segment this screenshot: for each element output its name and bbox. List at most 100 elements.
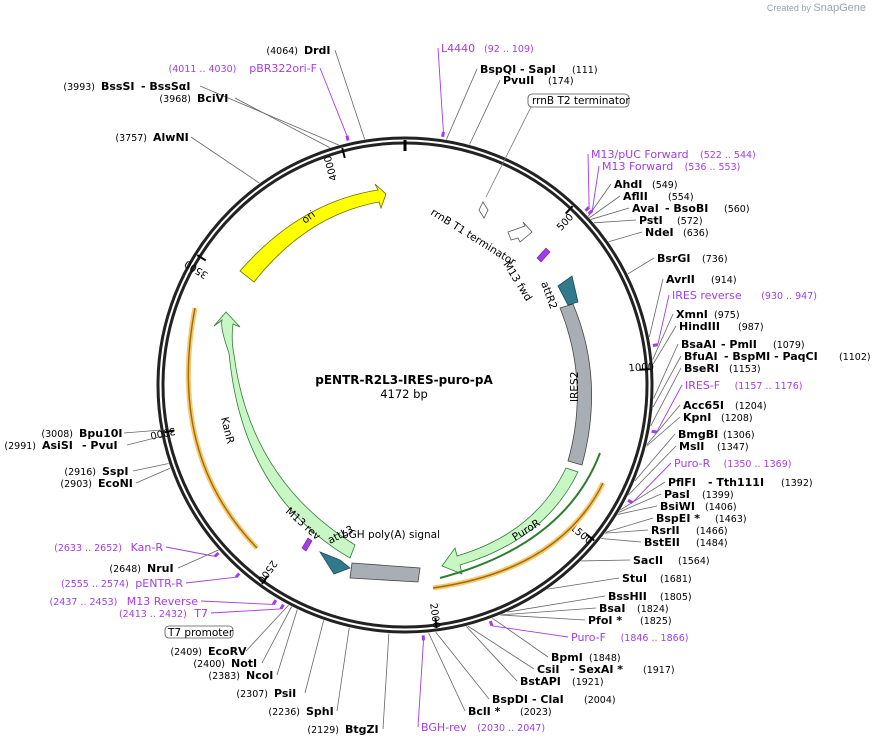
site-position: (3757)	[115, 133, 147, 144]
restriction-site[interactable]: BciVI(3968)	[159, 92, 228, 105]
restriction-site[interactable]: AhdI(549)	[614, 178, 678, 191]
primer[interactable]: IRES reverse(930 .. 947)	[672, 289, 817, 302]
plasmid-length: 4172 bp	[380, 387, 428, 401]
restriction-site[interactable]: StuI(1681)	[622, 572, 692, 585]
restriction-site[interactable]: AlwNI(3757)	[115, 131, 188, 144]
site-position: (1208)	[721, 413, 753, 424]
restriction-site[interactable]: BfuAI- BspMI - PaqCI(1102)	[684, 350, 871, 363]
restriction-site[interactable]: BseRI(1153)	[684, 362, 761, 375]
restriction-site[interactable]: BsrGI(736)	[657, 252, 728, 265]
restriction-site[interactable]: BsiWI(1406)	[660, 500, 737, 513]
restriction-site[interactable]: BstAPI(1921)	[520, 675, 604, 688]
restriction-site[interactable]: BspDI- ClaI(2004)	[492, 693, 616, 706]
site-position: (2648)	[109, 564, 141, 575]
restriction-site[interactable]: Bpu10I(3008)	[41, 427, 122, 440]
ori-feature[interactable]	[239, 183, 387, 283]
restriction-site[interactable]: NdeI(636)	[645, 226, 709, 239]
primer[interactable]: L4440(92 .. 109)	[441, 42, 534, 55]
restriction-site[interactable]: BsaI(1824)	[599, 602, 669, 615]
site-name: BsaI	[599, 602, 625, 615]
restriction-site[interactable]: SacII(1564)	[633, 554, 710, 567]
restriction-site[interactable]: BspQI- SapI(111)	[480, 63, 598, 76]
m13-rev-feature[interactable]	[301, 537, 313, 552]
site-position: (2903)	[60, 479, 92, 490]
restriction-site[interactable]: PflFI- Tth111I(1392)	[668, 476, 813, 489]
restriction-site[interactable]: CsiI- SexAI *(1917)	[537, 663, 675, 676]
restriction-site[interactable]: PsiI(2307)	[236, 687, 296, 700]
primer[interactable]: pENTR-R(2555 .. 2574)	[61, 577, 183, 590]
ruler-tick-label: 2500	[255, 558, 279, 585]
ruler-tick-mark	[434, 617, 438, 629]
restriction-site[interactable]: BsaAI- PmlI(1079)	[681, 338, 805, 351]
restriction-site[interactable]: NotI(2400)	[193, 657, 257, 670]
restriction-site[interactable]: SphI(2236)	[268, 705, 333, 718]
restriction-site[interactable]: PvuII(174)	[503, 74, 574, 87]
restriction-site[interactable]: DrdI(4064)	[266, 44, 330, 57]
primer[interactable]: Puro-R(1350 .. 1369)	[674, 457, 791, 470]
bgh-polya-feature[interactable]	[349, 562, 421, 583]
restriction-site[interactable]: EcoNI(2903)	[60, 477, 132, 490]
site-leader	[199, 85, 339, 146]
restriction-site[interactable]: BpmI(1848)	[551, 651, 621, 664]
restriction-site[interactable]: BssHII(1805)	[608, 590, 692, 603]
site-name: NcoI	[246, 669, 273, 682]
feature-label-t7-promoter: T7 promoter	[167, 627, 234, 639]
primer[interactable]: Kan-R(2633 .. 2652)	[54, 541, 163, 554]
restriction-site[interactable]: AvaI- BsoBI(560)	[632, 202, 750, 215]
restriction-site[interactable]: EcoRV(2409)	[170, 645, 247, 658]
restriction-site[interactable]: AvrII(914)	[666, 273, 737, 286]
restriction-site[interactable]: SspI(2916)	[64, 465, 128, 478]
backbone-outer	[156, 136, 654, 634]
restriction-site[interactable]: BmgBI(1306)	[678, 428, 755, 441]
restriction-site[interactable]: HindIII(987)	[679, 320, 764, 333]
site-position: (914)	[711, 275, 737, 286]
puror-feature[interactable]	[441, 467, 579, 575]
ires2-feature[interactable]	[559, 303, 592, 466]
restriction-site[interactable]: BtgZI(2129)	[307, 723, 378, 736]
restriction-site[interactable]: NruI(2648)	[109, 562, 173, 575]
restriction-site[interactable]: BclI *(2023)	[468, 705, 552, 718]
restriction-site[interactable]: NcoI (2383)	[208, 669, 273, 682]
primer-range: (522 .. 544)	[700, 150, 756, 161]
primer[interactable]: Puro-F(1846 .. 1866)	[571, 631, 688, 644]
primer[interactable]: pBR322ori-F(4011 .. 4030)	[169, 62, 317, 75]
site-leader	[653, 343, 679, 399]
credit-prefix: Created by	[766, 3, 811, 13]
restriction-site[interactable]: BstEII(1484)	[644, 536, 728, 549]
primer[interactable]: M13 Reverse(2437 .. 2453)	[50, 595, 199, 608]
restriction-site[interactable]: PstI(572)	[639, 214, 703, 227]
primer[interactable]: IRES-F(1157 .. 1176)	[685, 379, 802, 392]
restriction-site[interactable]: PfoI *(1825)	[588, 614, 672, 627]
primer[interactable]: M13 Forward(536 .. 553)	[602, 160, 740, 173]
primer[interactable]: M13/pUC Forward (522 .. 544)	[591, 148, 756, 161]
m13-fwd-feature[interactable]	[536, 247, 551, 263]
restriction-site[interactable]: XmnI(975)	[676, 308, 740, 321]
attr2-feature[interactable]	[557, 275, 579, 306]
primer-leader	[491, 625, 569, 638]
restriction-site[interactable]: RsrII(1466)	[651, 524, 728, 537]
site-leader	[605, 517, 654, 533]
restriction-site[interactable]: MslI(1347)	[679, 440, 749, 453]
restriction-site[interactable]: AsiSI- PvuI(2991)	[4, 439, 117, 452]
ruler-tick-label: 4000	[323, 154, 340, 181]
restriction-site[interactable]: Acc65I(1204)	[683, 399, 767, 412]
restriction-site[interactable]: BssSI- BssSαI(3993)	[63, 80, 190, 93]
primer[interactable]: BGH-rev(2030 .. 2047)	[421, 721, 545, 734]
site-position: (2004)	[584, 695, 616, 706]
restriction-site[interactable]: PasI(1399)	[664, 488, 734, 501]
coverage-arc-right-core	[432, 482, 604, 589]
site-position: (2383)	[208, 671, 240, 682]
primer[interactable]: T7(2413 .. 2432)	[119, 607, 208, 620]
kanr-feature[interactable]	[213, 311, 356, 559]
restriction-site[interactable]: KpnI(1208)	[683, 411, 753, 424]
rrnb-t1-feature[interactable]	[507, 221, 533, 243]
site-position: (1484)	[696, 538, 728, 549]
attl3-feature[interactable]	[318, 551, 351, 575]
restriction-site[interactable]: AflII(554)	[623, 190, 694, 203]
site-name: BmgBI	[678, 428, 718, 441]
restriction-site[interactable]: BspEI *(1463)	[656, 512, 747, 525]
primer-name: M13/pUC Forward	[591, 148, 689, 161]
primer-range: (2437 .. 2453)	[50, 597, 118, 608]
ruler-tick-mark	[585, 533, 595, 542]
rrnb-t2-feature[interactable]	[478, 201, 489, 219]
